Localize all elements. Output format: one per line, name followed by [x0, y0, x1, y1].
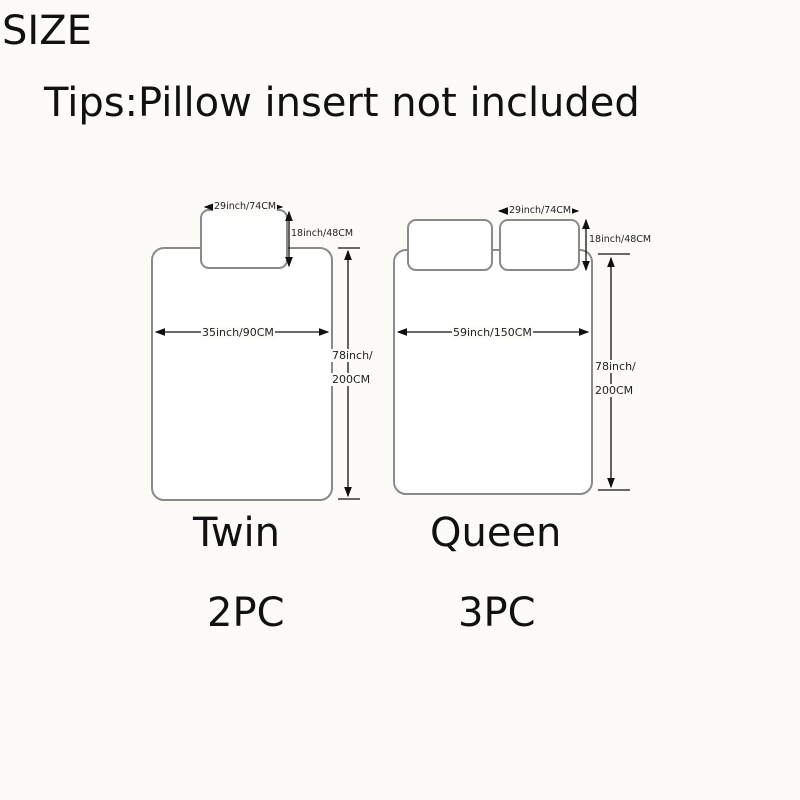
twin-length-label-2: 200CM — [331, 373, 372, 386]
queen-pillow-right — [499, 219, 580, 271]
twin-bed-outline — [151, 247, 333, 501]
queen-bed-outline — [393, 249, 593, 495]
twin-pieces: 2PC — [207, 590, 285, 636]
size-title: SIZE — [2, 8, 92, 54]
queen-pillow-width-label: 29inch/74CM — [508, 205, 573, 216]
twin-length-label-1: 78inch/ — [331, 349, 374, 362]
queen-length-label-2: 200CM — [594, 384, 635, 397]
twin-width-label: 35inch/90CM — [201, 326, 275, 339]
queen-length-label-1: 78inch/ — [594, 360, 637, 373]
queen-name: Queen — [430, 510, 562, 556]
twin-name: Twin — [193, 510, 280, 556]
queen-width-label: 59inch/150CM — [452, 326, 533, 339]
twin-pillow-width-label: 29inch/74CM — [213, 201, 278, 212]
twin-pillow-outline — [200, 209, 288, 269]
twin-pillow-height-label: 18inch/48CM — [291, 228, 354, 239]
queen-pillow-left — [407, 219, 493, 271]
tip-text: Tips:Pillow insert not included — [44, 80, 640, 126]
queen-pieces: 3PC — [458, 590, 536, 636]
queen-pillow-height-label: 18inch/48CM — [589, 234, 652, 245]
